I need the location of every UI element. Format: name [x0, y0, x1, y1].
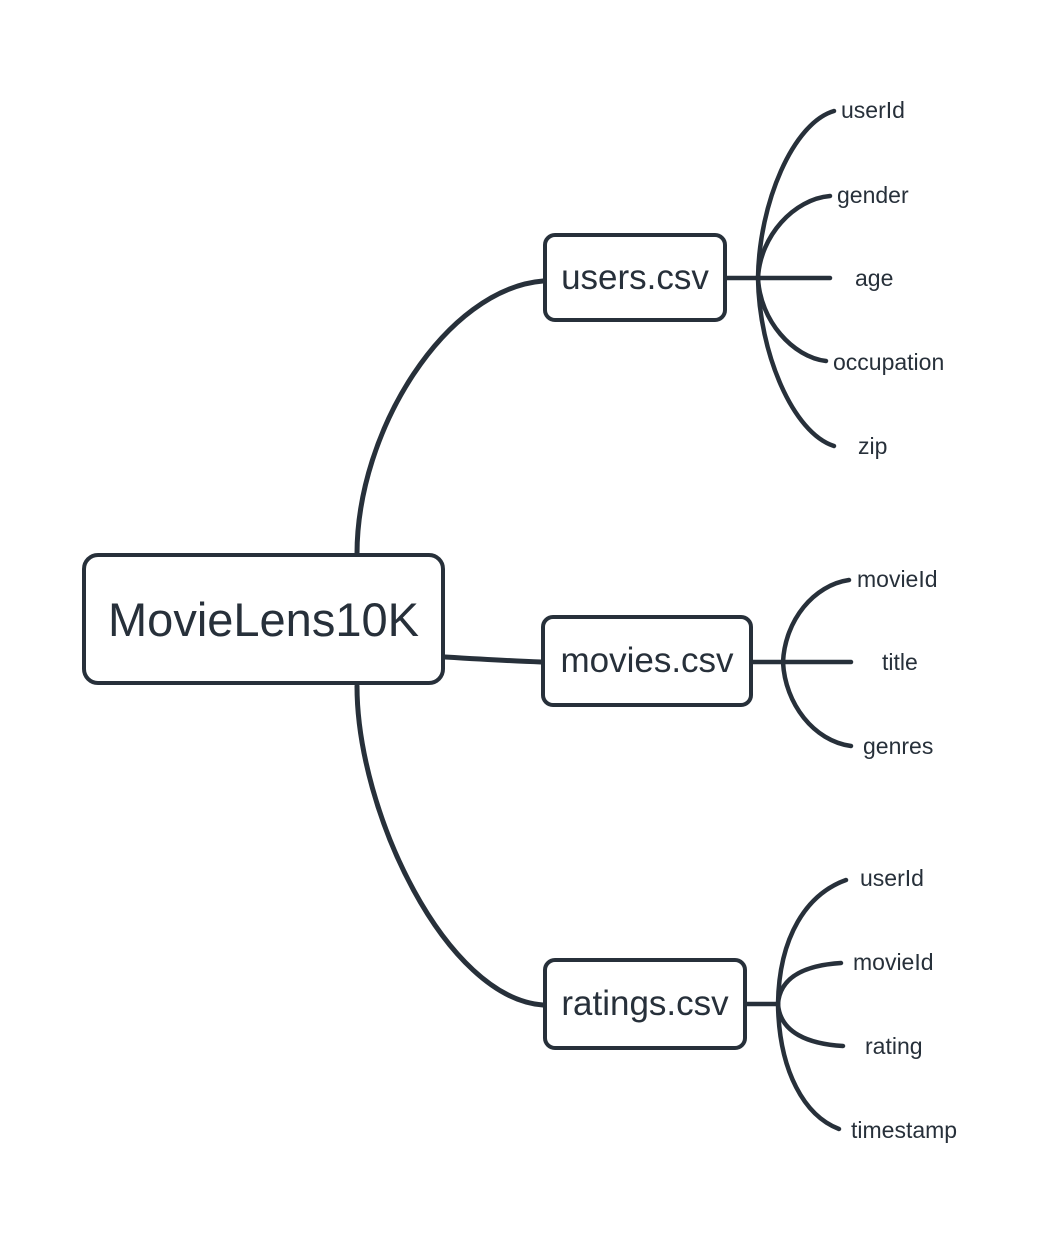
edge-root-to-movies [442, 654, 544, 665]
leaf-movies-title: title [882, 649, 918, 675]
leaf-users-zip: zip [858, 433, 888, 459]
leaf-ratings-userid: userId [860, 865, 924, 891]
leaf-users-gender: gender [837, 182, 909, 208]
leaf-movies-genres: genres [863, 733, 934, 759]
leaf-ratings-movieid: movieId [853, 949, 934, 975]
node-ratings-csv: ratings.csv [543, 958, 747, 1050]
leaf-users-userid: userId [841, 97, 905, 123]
node-users-csv: users.csv [543, 233, 727, 322]
edge-movies-genres [780, 659, 854, 749]
edge-users-gender [755, 193, 833, 281]
leaf-movies-movieid: movieId [857, 566, 938, 592]
edge-root-to-users [354, 278, 546, 557]
edge-users-zip [755, 275, 837, 449]
node-movies-csv: movies.csv [541, 615, 753, 707]
edge-root-to-ratings [354, 683, 546, 1008]
leaf-ratings-timestamp: timestamp [851, 1117, 958, 1143]
edge-ratings-userid [775, 877, 849, 1007]
edge-users-userid [755, 108, 837, 281]
node-root-movielens10k: MovieLens10K [82, 553, 445, 685]
edge-ratings-timestamp [775, 1001, 842, 1132]
leaf-users-occupation: occupation [833, 349, 945, 375]
leaf-ratings-rating: rating [865, 1033, 923, 1059]
leaf-users-age: age [855, 265, 894, 291]
edge-ratings-rating [775, 1001, 846, 1049]
edge-ratings-movieid [775, 960, 844, 1007]
edge-movies-movieid [780, 577, 852, 665]
